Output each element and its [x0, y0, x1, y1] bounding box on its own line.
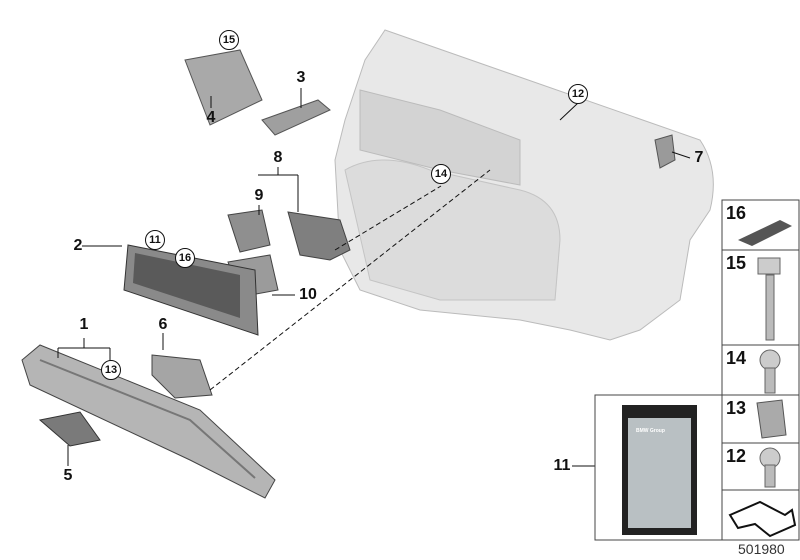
circled-callout-15: 15 [219, 30, 239, 50]
box-label-15: 15 [726, 253, 747, 273]
part-6 [151, 354, 213, 399]
circled-callout-13: 13 [101, 360, 121, 380]
diagram-number: 501980 [738, 541, 785, 557]
callout-10: 10 [299, 286, 317, 303]
adhesive-kit-bag [622, 405, 697, 535]
arrow-icon [728, 500, 797, 538]
box-label-14: 14 [726, 348, 747, 368]
part-1 [21, 344, 276, 499]
callout-2: 2 [73, 237, 83, 254]
callout-9: 9 [254, 187, 264, 204]
part-7 [654, 134, 676, 169]
callout-4: 4 [206, 109, 216, 126]
part-3 [261, 99, 331, 136]
callout-7: 7 [694, 149, 704, 166]
callout-3: 3 [296, 69, 306, 86]
box-label-16: 16 [726, 203, 747, 223]
circled-callout-14: 14 [431, 164, 451, 184]
kit-bag-brand: BMW Group [636, 428, 665, 434]
part-16-pad [738, 220, 792, 246]
part-14-screw [759, 349, 781, 394]
part-5 [38, 411, 101, 447]
circled-callout-16: 16 [175, 248, 195, 268]
part-13-clip [756, 399, 787, 439]
part-12-screw [759, 447, 781, 488]
callout-5: 5 [63, 467, 73, 484]
circled-callout-11: 11 [145, 230, 165, 250]
part-8 [287, 211, 351, 261]
circled-callout-12: 12 [568, 84, 588, 104]
box-label-13: 13 [726, 398, 747, 418]
callout-6: 6 [158, 316, 168, 333]
callout-8: 8 [273, 149, 283, 166]
callout-11: 11 [553, 457, 571, 474]
part-9 [227, 209, 271, 253]
part-15-bolt [757, 257, 781, 341]
callout-1: 1 [79, 316, 89, 333]
box-label-12: 12 [726, 446, 747, 466]
part-15 [184, 49, 263, 126]
